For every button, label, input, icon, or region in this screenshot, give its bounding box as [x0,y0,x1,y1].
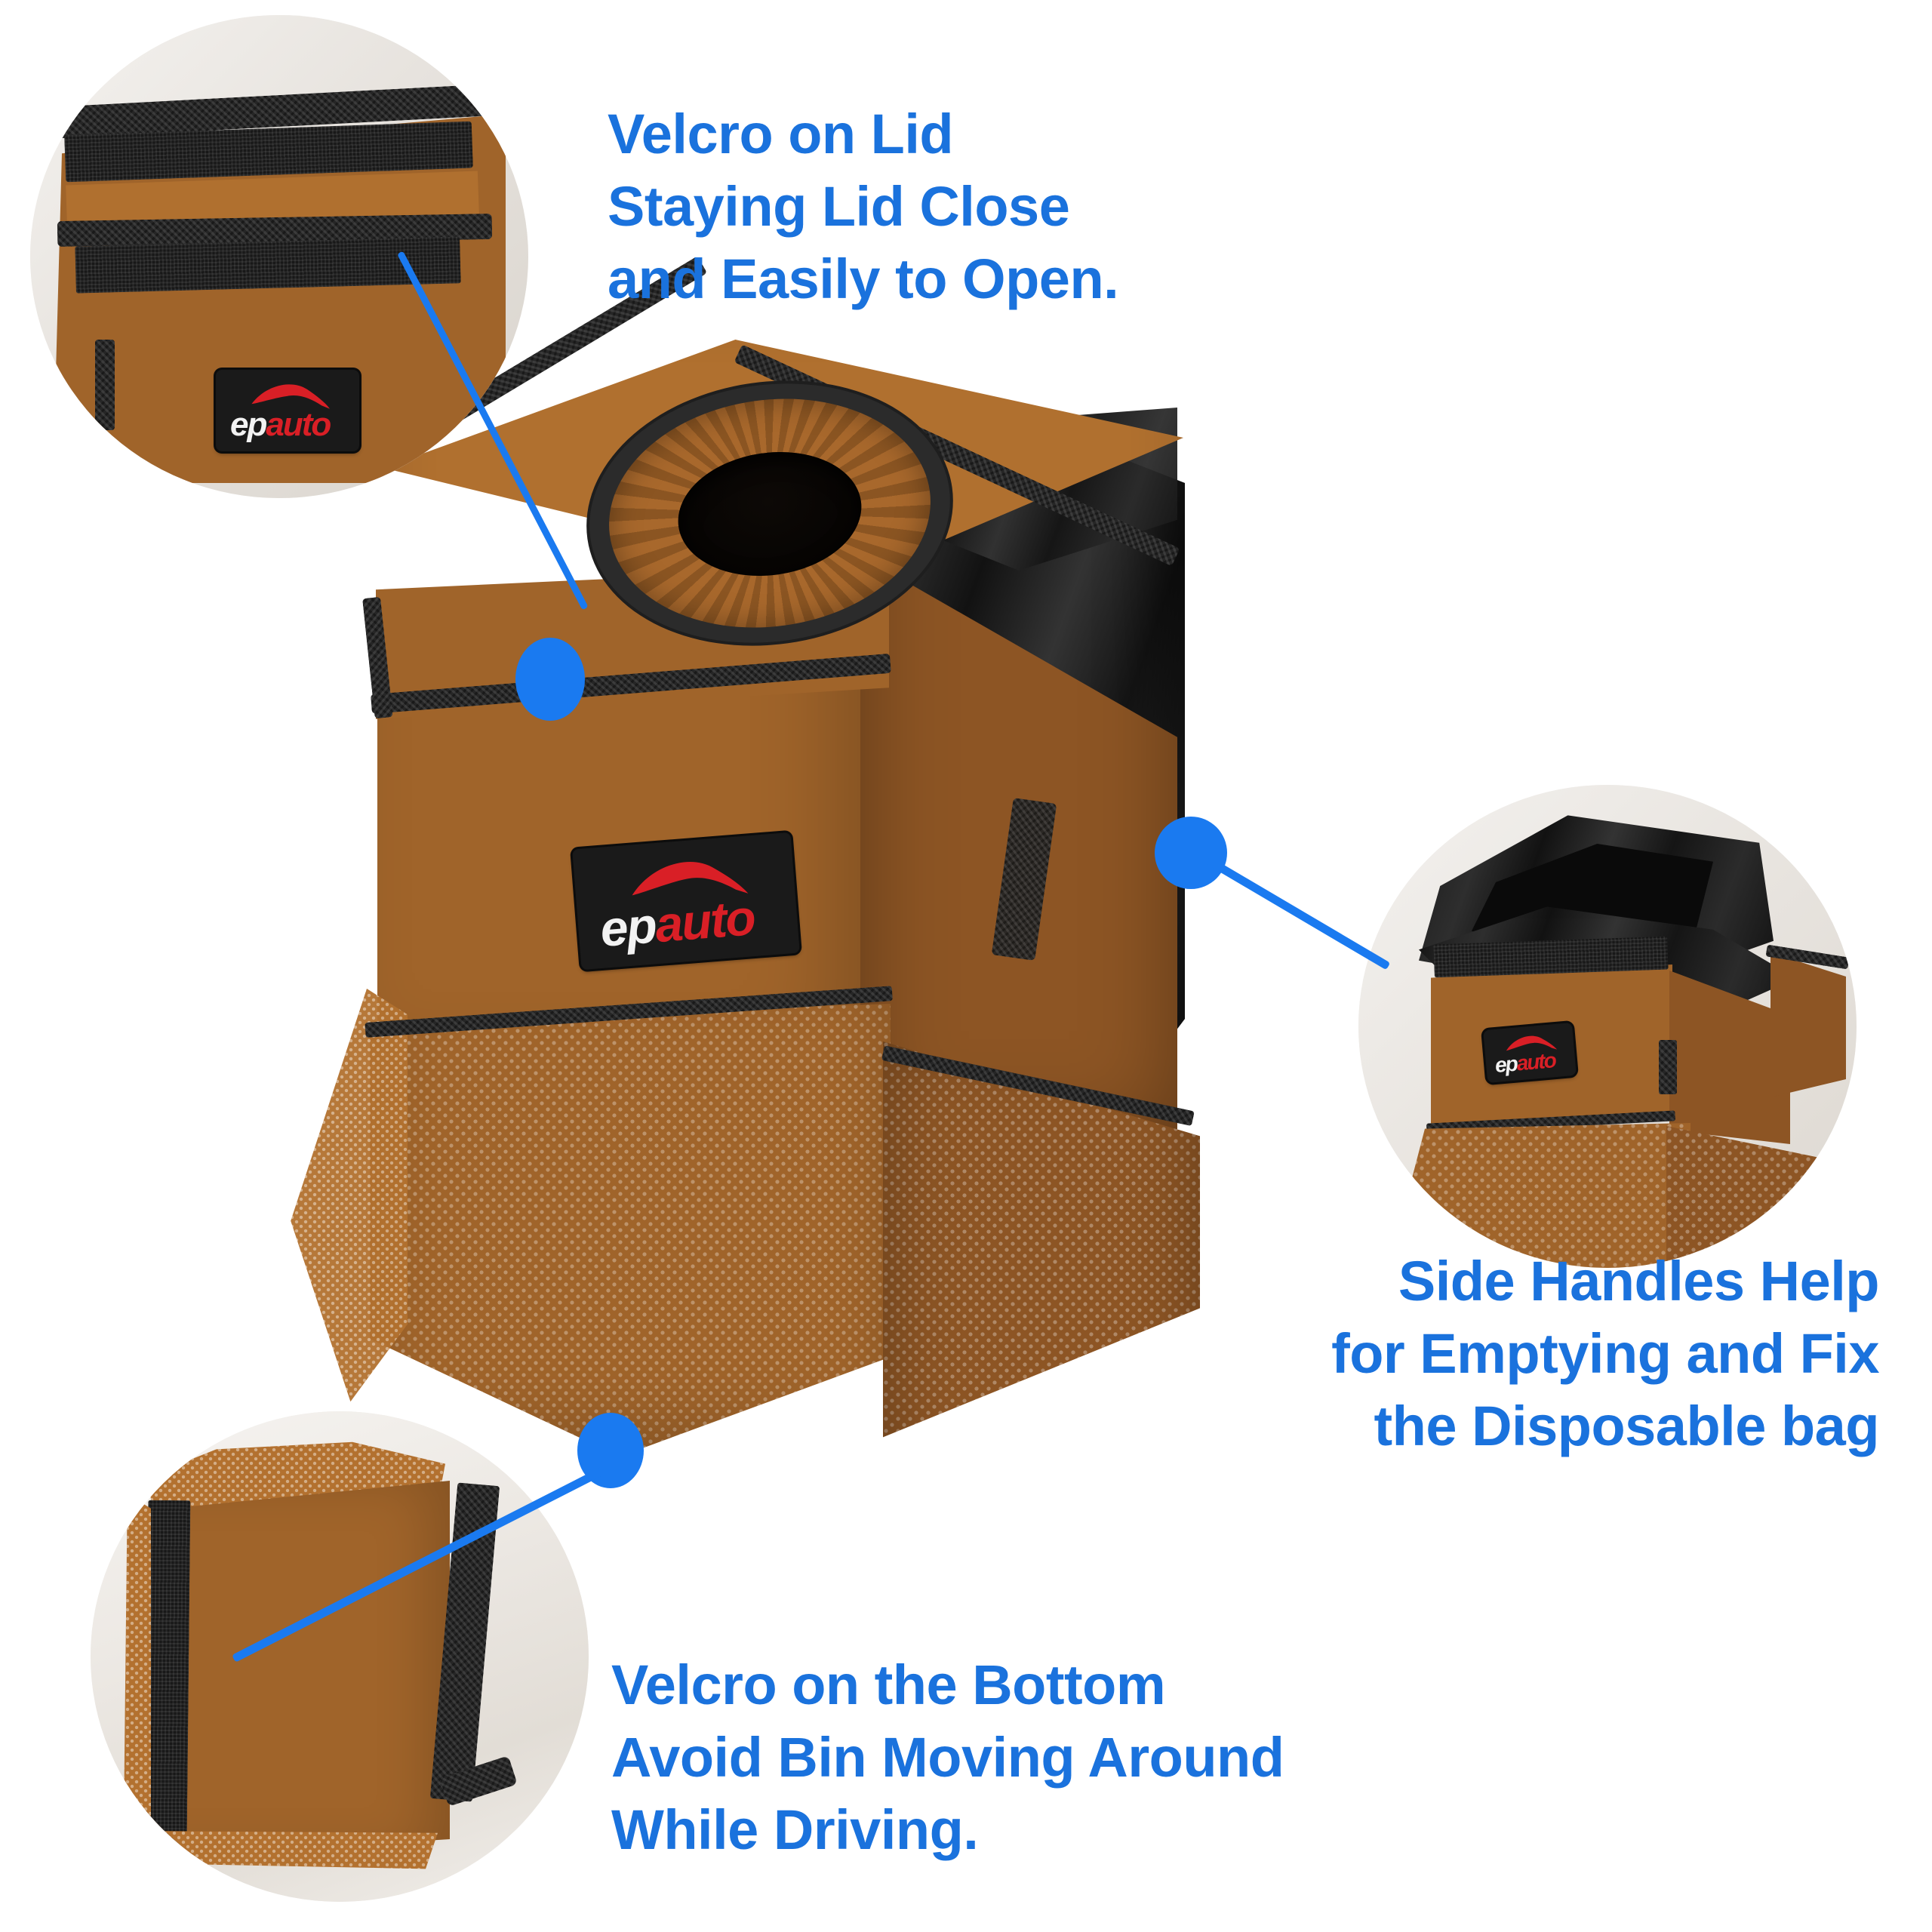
brand-text-ep: ep [1494,1051,1518,1077]
mesh-edge-left [123,1494,151,1849]
lid-flap-hanging [1770,952,1846,1097]
brand-text-auto: auto [266,406,331,444]
mesh-pocket-left-gusset [291,989,408,1402]
inset-bottom-velcro [91,1411,589,1902]
brand-text-auto: auto [1515,1048,1556,1075]
callout-side-handles: Side Handles Help for Emptying and Fix t… [1331,1250,1879,1458]
car-swoosh-icon [632,862,749,896]
lid-side-tab-closeup [95,340,115,430]
callout-velcro-on-lid: Velcro on Lid Staying Lid Close and Easi… [608,103,1119,311]
bin-bottom-panel [145,1481,450,1858]
side-handle-closeup [1659,1040,1677,1094]
car-swoosh-icon [1506,1035,1557,1051]
inset-bottom-velcro-photo [91,1411,589,1902]
brand-text-auto: auto [653,888,757,952]
velcro-strip-bottom [144,1500,191,1845]
leader-dot-liner [1155,817,1227,889]
brand-text-ep: ep [598,897,658,957]
mesh-pocket-front [370,1004,891,1457]
callout-velcro-on-bottom: Velcro on the Bottom Avoid Bin Moving Ar… [611,1654,1284,1862]
mesh-edge-bottom [142,1831,438,1869]
leader-dot-lid [515,638,585,721]
mesh-pocket-closeup [1389,1123,1690,1268]
brand-text-ep: ep [230,406,267,444]
car-swoosh-icon [251,384,330,409]
